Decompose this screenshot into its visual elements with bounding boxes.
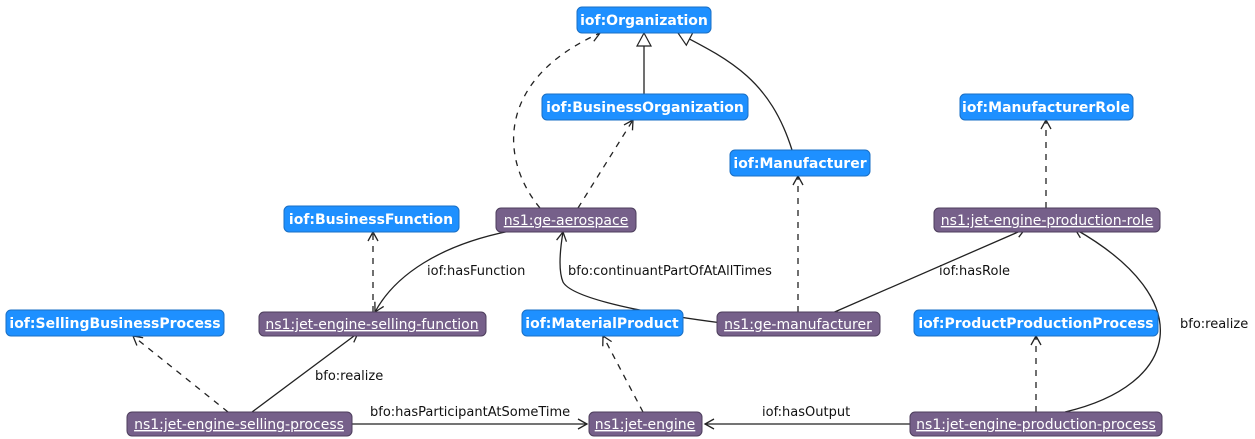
class-label: iof:BusinessOrganization [546,100,744,116]
class-node-business-function[interactable]: iof:BusinessFunction [283,205,460,233]
label-has-output: iof:hasOutput [762,405,850,420]
class-nodes: iof:Organization iof:BusinessOrganizatio… [5,6,1159,337]
class-label: iof:Manufacturer [733,156,866,172]
class-node-product-production-process[interactable]: iof:ProductProductionProcess [913,309,1159,337]
instance-label: ns1:jet-engine-selling-function [265,317,478,333]
edge-manufacturer-subclass-organization [676,32,793,151]
label-realize-role: bfo:realize [1180,317,1248,332]
edges [131,31,1161,430]
instance-node-jet-engine[interactable]: ns1:jet-engine [588,411,703,437]
class-label: iof:ManufacturerRole [962,100,1130,116]
edge-geaerospace-type-organization [512,31,602,209]
instance-node-ge-manufacturer[interactable]: ns1:ge-manufacturer [716,311,881,337]
instance-node-jet-engine-selling-process[interactable]: ns1:jet-engine-selling-process [126,411,353,437]
class-node-organization[interactable]: iof:Organization [576,6,712,34]
class-label: iof:MaterialProduct [525,316,679,332]
instance-label: ns1:ge-manufacturer [724,317,872,333]
edge-jetengine-type-materialproduct [602,334,644,413]
instance-node-jet-engine-production-role[interactable]: ns1:jet-engine-production-role [933,207,1161,233]
class-label: iof:Organization [580,13,708,29]
edge-geaerospace-type-businessorg [577,118,634,209]
class-node-manufacturer[interactable]: iof:Manufacturer [729,149,871,177]
edge-labels: iof:hasFunction bfo:continuantPartOfAtAl… [315,264,1248,420]
instance-nodes: ns1:ge-aerospace ns1:jet-engine-producti… [126,207,1163,437]
label-continuant-part-of: bfo:continuantPartOfAtAllTimes [568,264,772,279]
class-node-manufacturer-role[interactable]: iof:ManufacturerRole [959,93,1134,121]
edge-realize-function [251,332,360,413]
instance-label: ns1:jet-engine-production-process [916,417,1156,433]
edge-has-function [374,230,511,314]
class-node-business-organization[interactable]: iof:BusinessOrganization [541,93,749,121]
class-label: iof:BusinessFunction [289,212,453,228]
class-node-selling-business-process[interactable]: iof:SellingBusinessProcess [5,309,225,337]
class-node-material-product[interactable]: iof:MaterialProduct [521,309,684,337]
instance-label: ns1:ge-aerospace [504,213,629,229]
instance-node-ge-aerospace[interactable]: ns1:ge-aerospace [495,207,637,233]
instance-node-jet-engine-production-process[interactable]: ns1:jet-engine-production-process [909,411,1163,437]
label-has-role: iof:hasRole [939,264,1010,279]
label-has-participant: bfo:hasParticipantAtSomeTime [370,405,570,420]
edge-realize-role [1064,228,1161,413]
instance-label: ns1:jet-engine [595,417,696,433]
class-label: iof:ProductProductionProcess [918,316,1153,332]
label-realize-function: bfo:realize [315,369,383,384]
instance-node-jet-engine-selling-function[interactable]: ns1:jet-engine-selling-function [258,311,487,337]
instance-label: ns1:jet-engine-production-role [941,213,1153,229]
label-has-function: iof:hasFunction [427,264,525,279]
edge-has-role [829,227,1027,315]
class-label: iof:SellingBusinessProcess [9,316,220,332]
edge-sellingprocess-type-sellingbusinessprocess [131,335,229,413]
instance-label: ns1:jet-engine-selling-process [134,417,344,433]
